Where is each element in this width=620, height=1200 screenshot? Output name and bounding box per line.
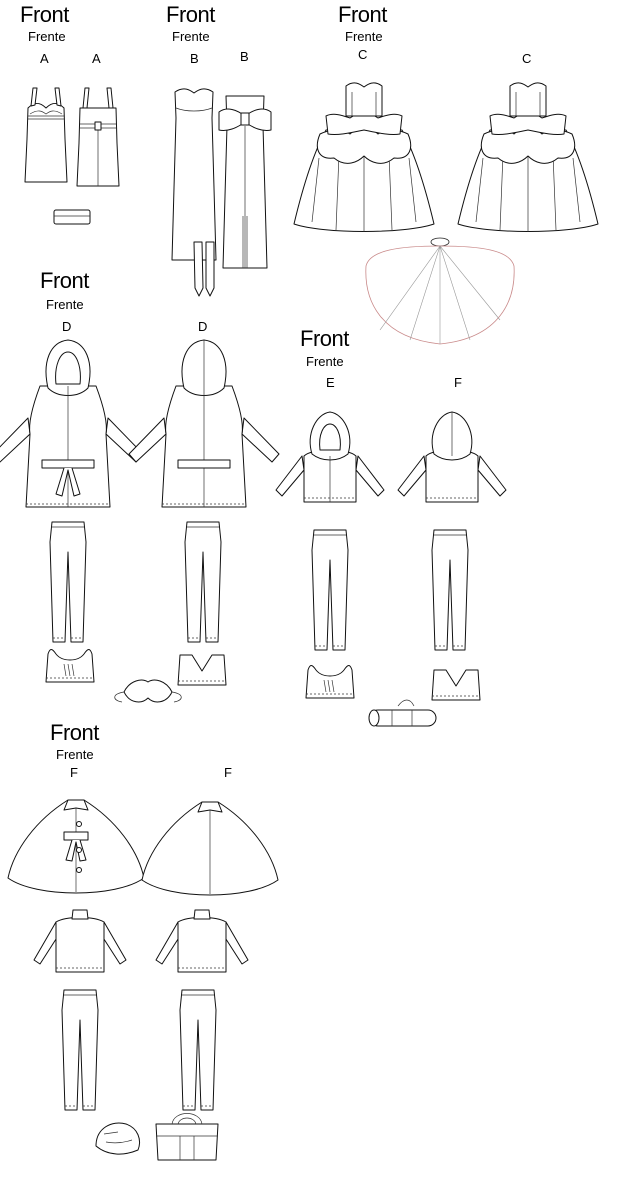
group-d-front-title: Front xyxy=(40,268,89,293)
view-label-e: E xyxy=(326,375,335,390)
view-b-gown-front xyxy=(171,88,217,261)
view-f-pants-back xyxy=(431,529,469,651)
view-label-f-back: F xyxy=(224,765,232,780)
view-e-jacket-front xyxy=(275,411,385,503)
view-a-dress-back xyxy=(76,87,120,187)
view-f-pants-back xyxy=(179,989,217,1111)
view-label-a-front: A xyxy=(40,51,49,66)
group-b-frente-subtitle: Frente xyxy=(172,29,210,44)
view-d-coat-back xyxy=(128,339,280,508)
view-f-cap xyxy=(96,1123,140,1154)
group-ef-front-title: Front xyxy=(300,326,349,351)
group-ef-frente-subtitle: Frente xyxy=(306,354,344,369)
view-f-top-front xyxy=(33,909,127,973)
view-label-b-back: B xyxy=(240,49,249,64)
view-f-cape-front xyxy=(8,800,144,893)
group-c-frente-subtitle: Frente xyxy=(345,29,383,44)
view-label-d-front: D xyxy=(62,319,72,334)
group-f-front-title: Front xyxy=(50,720,99,745)
view-label-d-back: D xyxy=(198,319,208,334)
view-a-clutch xyxy=(54,210,90,224)
view-label-c-front: C xyxy=(358,47,368,62)
view-c-gown-back xyxy=(457,82,599,233)
view-label-a-back: A xyxy=(92,51,101,66)
view-f-top-back xyxy=(431,669,481,701)
group-a-frente-subtitle: Frente xyxy=(28,29,66,44)
group-d-frente-subtitle: Frente xyxy=(46,297,84,312)
group-f-frente-subtitle: Frente xyxy=(56,747,94,762)
view-a-dress-front xyxy=(24,87,68,183)
group-b-front-title: Front xyxy=(166,2,215,27)
view-e-pants-front xyxy=(311,529,349,651)
view-d-top-back xyxy=(177,654,227,686)
view-d-coat-front xyxy=(0,339,144,508)
view-f-top-back xyxy=(155,909,249,973)
view-d-sleep-mask xyxy=(115,680,182,702)
view-label-c-back: C xyxy=(522,51,532,66)
view-f-duffel-bag xyxy=(156,1114,218,1161)
view-d-top-front xyxy=(45,649,95,683)
group-c-front-title: Front xyxy=(338,2,387,27)
view-d-pants-front xyxy=(49,521,87,643)
view-label-f-front: F xyxy=(70,765,78,780)
group-a-front-title: Front xyxy=(20,2,69,27)
view-c-veil xyxy=(366,238,514,344)
view-ef-rolled-mat xyxy=(369,700,436,726)
view-label-b-front: B xyxy=(190,51,199,66)
view-f-cape-back xyxy=(141,801,279,896)
view-b-gloves xyxy=(194,242,214,296)
view-e-top-front xyxy=(305,665,355,699)
view-b-gown-back xyxy=(218,95,272,269)
view-f-jacket-back xyxy=(397,411,507,503)
view-f-pants-front xyxy=(61,989,99,1111)
view-d-pants-back xyxy=(184,521,222,643)
view-c-gown-front xyxy=(293,82,435,233)
view-label-f: F xyxy=(454,375,462,390)
